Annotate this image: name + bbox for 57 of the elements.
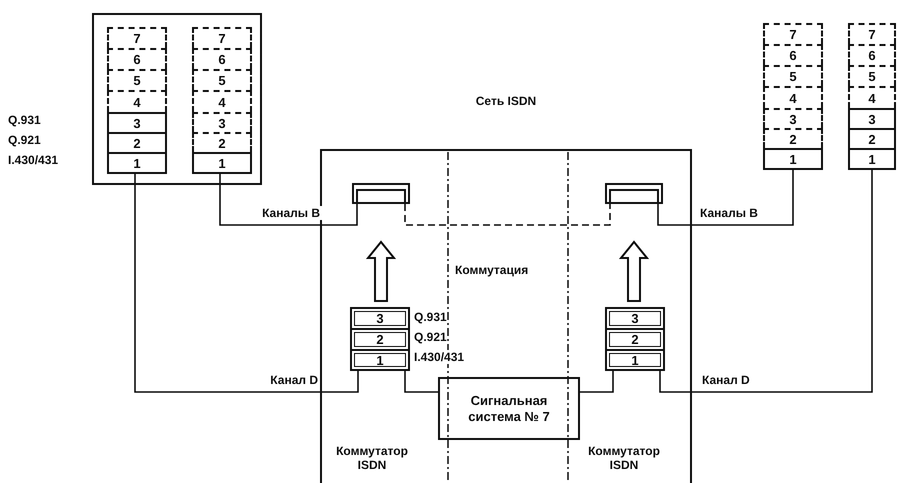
protocol-layer: 1	[192, 152, 252, 174]
channel-line	[657, 170, 794, 226]
channel-line	[134, 172, 359, 393]
protocol-label: I.430/431	[8, 153, 60, 167]
protocol-layer: 5	[107, 69, 167, 90]
protocol-layer: 2	[763, 128, 823, 148]
channel-line	[404, 371, 438, 393]
protocol-layer: 6	[107, 48, 167, 69]
protocol-layer: 4	[763, 86, 823, 108]
protocol-layer: 1	[107, 152, 167, 174]
channel-line	[659, 170, 873, 393]
protocol-label: I.430/431	[414, 350, 464, 364]
protocol-layer: 7	[192, 27, 252, 48]
protocol-layer: 5	[192, 69, 252, 90]
signaling-system-box: Сигнальная система № 7	[438, 377, 580, 440]
protocol-layer: 2	[848, 128, 896, 148]
protocol-label: Q.921	[414, 330, 447, 344]
channel-line	[219, 172, 358, 226]
protocol-label: Q.931	[8, 113, 42, 127]
protocol-layer: 7	[848, 23, 896, 44]
protocol-layer: 1	[848, 148, 896, 170]
protocol-layer: 2	[350, 328, 410, 349]
protocol-layer: 1	[350, 349, 410, 371]
protocol-layer: 3	[107, 112, 167, 132]
protocol-layer: 3	[605, 307, 665, 328]
protocol-label: Q.921	[8, 133, 42, 147]
protocol-layer: 2	[107, 132, 167, 152]
function-label: Коммутация	[455, 263, 530, 277]
protocol-layer: 5	[763, 65, 823, 86]
protocol-layer: 1	[763, 148, 823, 170]
b-channel-switch	[352, 183, 410, 204]
terminal-box	[92, 13, 262, 185]
protocol-layer: 3	[763, 108, 823, 128]
network-title: Сеть ISDN	[474, 94, 538, 108]
channel-line	[404, 204, 611, 226]
protocol-layer: 6	[192, 48, 252, 69]
protocol-layer: 2	[192, 132, 252, 152]
protocol-layer: 1	[605, 349, 665, 371]
protocol-label: Q.931	[414, 310, 447, 324]
protocol-layer: 4	[192, 90, 252, 112]
protocol-layer: 3	[848, 108, 896, 128]
protocol-layer: 3	[192, 112, 252, 132]
hollow-arrow	[366, 240, 396, 302]
protocol-layer: 5	[848, 65, 896, 86]
protocol-layer: 7	[763, 23, 823, 44]
switch-label: Коммутатор ISDN	[587, 444, 661, 472]
protocol-layer: 4	[107, 90, 167, 112]
protocol-layer: 4	[848, 86, 896, 108]
channel-line	[580, 371, 614, 393]
protocol-layer: 6	[848, 44, 896, 65]
protocol-layer: 2	[605, 328, 665, 349]
b-channel-switch	[605, 183, 663, 204]
protocol-layer: 7	[107, 27, 167, 48]
protocol-layer: 6	[763, 44, 823, 65]
switch-label: Коммутатор ISDN	[335, 444, 409, 472]
hollow-arrow	[618, 240, 650, 302]
protocol-layer: 3	[350, 307, 410, 328]
